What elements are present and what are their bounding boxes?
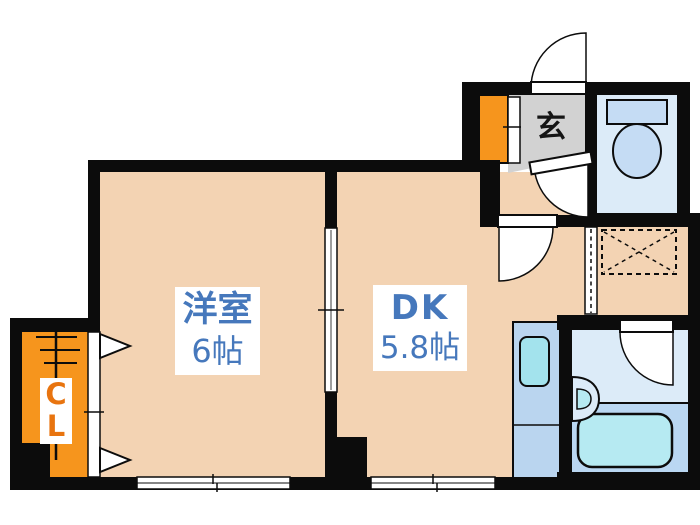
shoe-cabinet-door [503,96,521,164]
bathroom-door-leaf [619,319,674,333]
walls [10,82,700,490]
partition-sliding-door [318,227,344,393]
kitchen-sink [519,336,550,387]
entrance-label: 玄 [536,110,566,145]
window-western-room [136,474,291,492]
washroom-floor [597,227,688,315]
doors-windows [84,32,674,492]
entrance-inner-door-arc [533,162,589,218]
washing-machine-space [601,229,677,275]
wash-basin-bowl [576,388,592,410]
closet-label: CL [40,378,72,444]
bathroom-door-arc [619,331,674,386]
wall-closet-top [10,318,93,332]
closet-doors [84,331,133,478]
washroom-folding-door [584,226,598,315]
dk-door-arc [498,226,554,282]
dk-name: DK [390,288,450,328]
wall-bath-bottom [557,472,700,490]
entrance-door-arc [530,32,587,89]
entrance-inner-door-leaf [528,150,594,176]
dk-size: 5.8帖 [379,330,461,366]
entrance-door-leaf [530,81,587,95]
wall-dk-bath [560,315,572,477]
wall-right-top [677,82,690,227]
wall-door-jamb [480,168,500,227]
wall-right-bottom [688,213,700,490]
dk-floor-corridor [560,227,585,315]
wall-entrance-left [462,82,480,172]
western-room-size: 6帖 [191,332,244,370]
dk-label: DK 5.8帖 [373,285,467,371]
wall-partition-pillar [325,437,367,483]
wall-left [88,160,100,332]
western-room-name: 洋室 [182,290,253,330]
western-room-label: 洋室 6帖 [175,287,260,375]
entrance-floor [508,95,585,173]
bathtub [576,412,674,469]
toilet-bowl [612,123,662,179]
wall-toilet-bottom [597,213,690,227]
wall-top-main [88,160,500,172]
dk-door-leaf [497,214,558,228]
window-dk [370,474,496,492]
toilet-tank [606,99,668,125]
